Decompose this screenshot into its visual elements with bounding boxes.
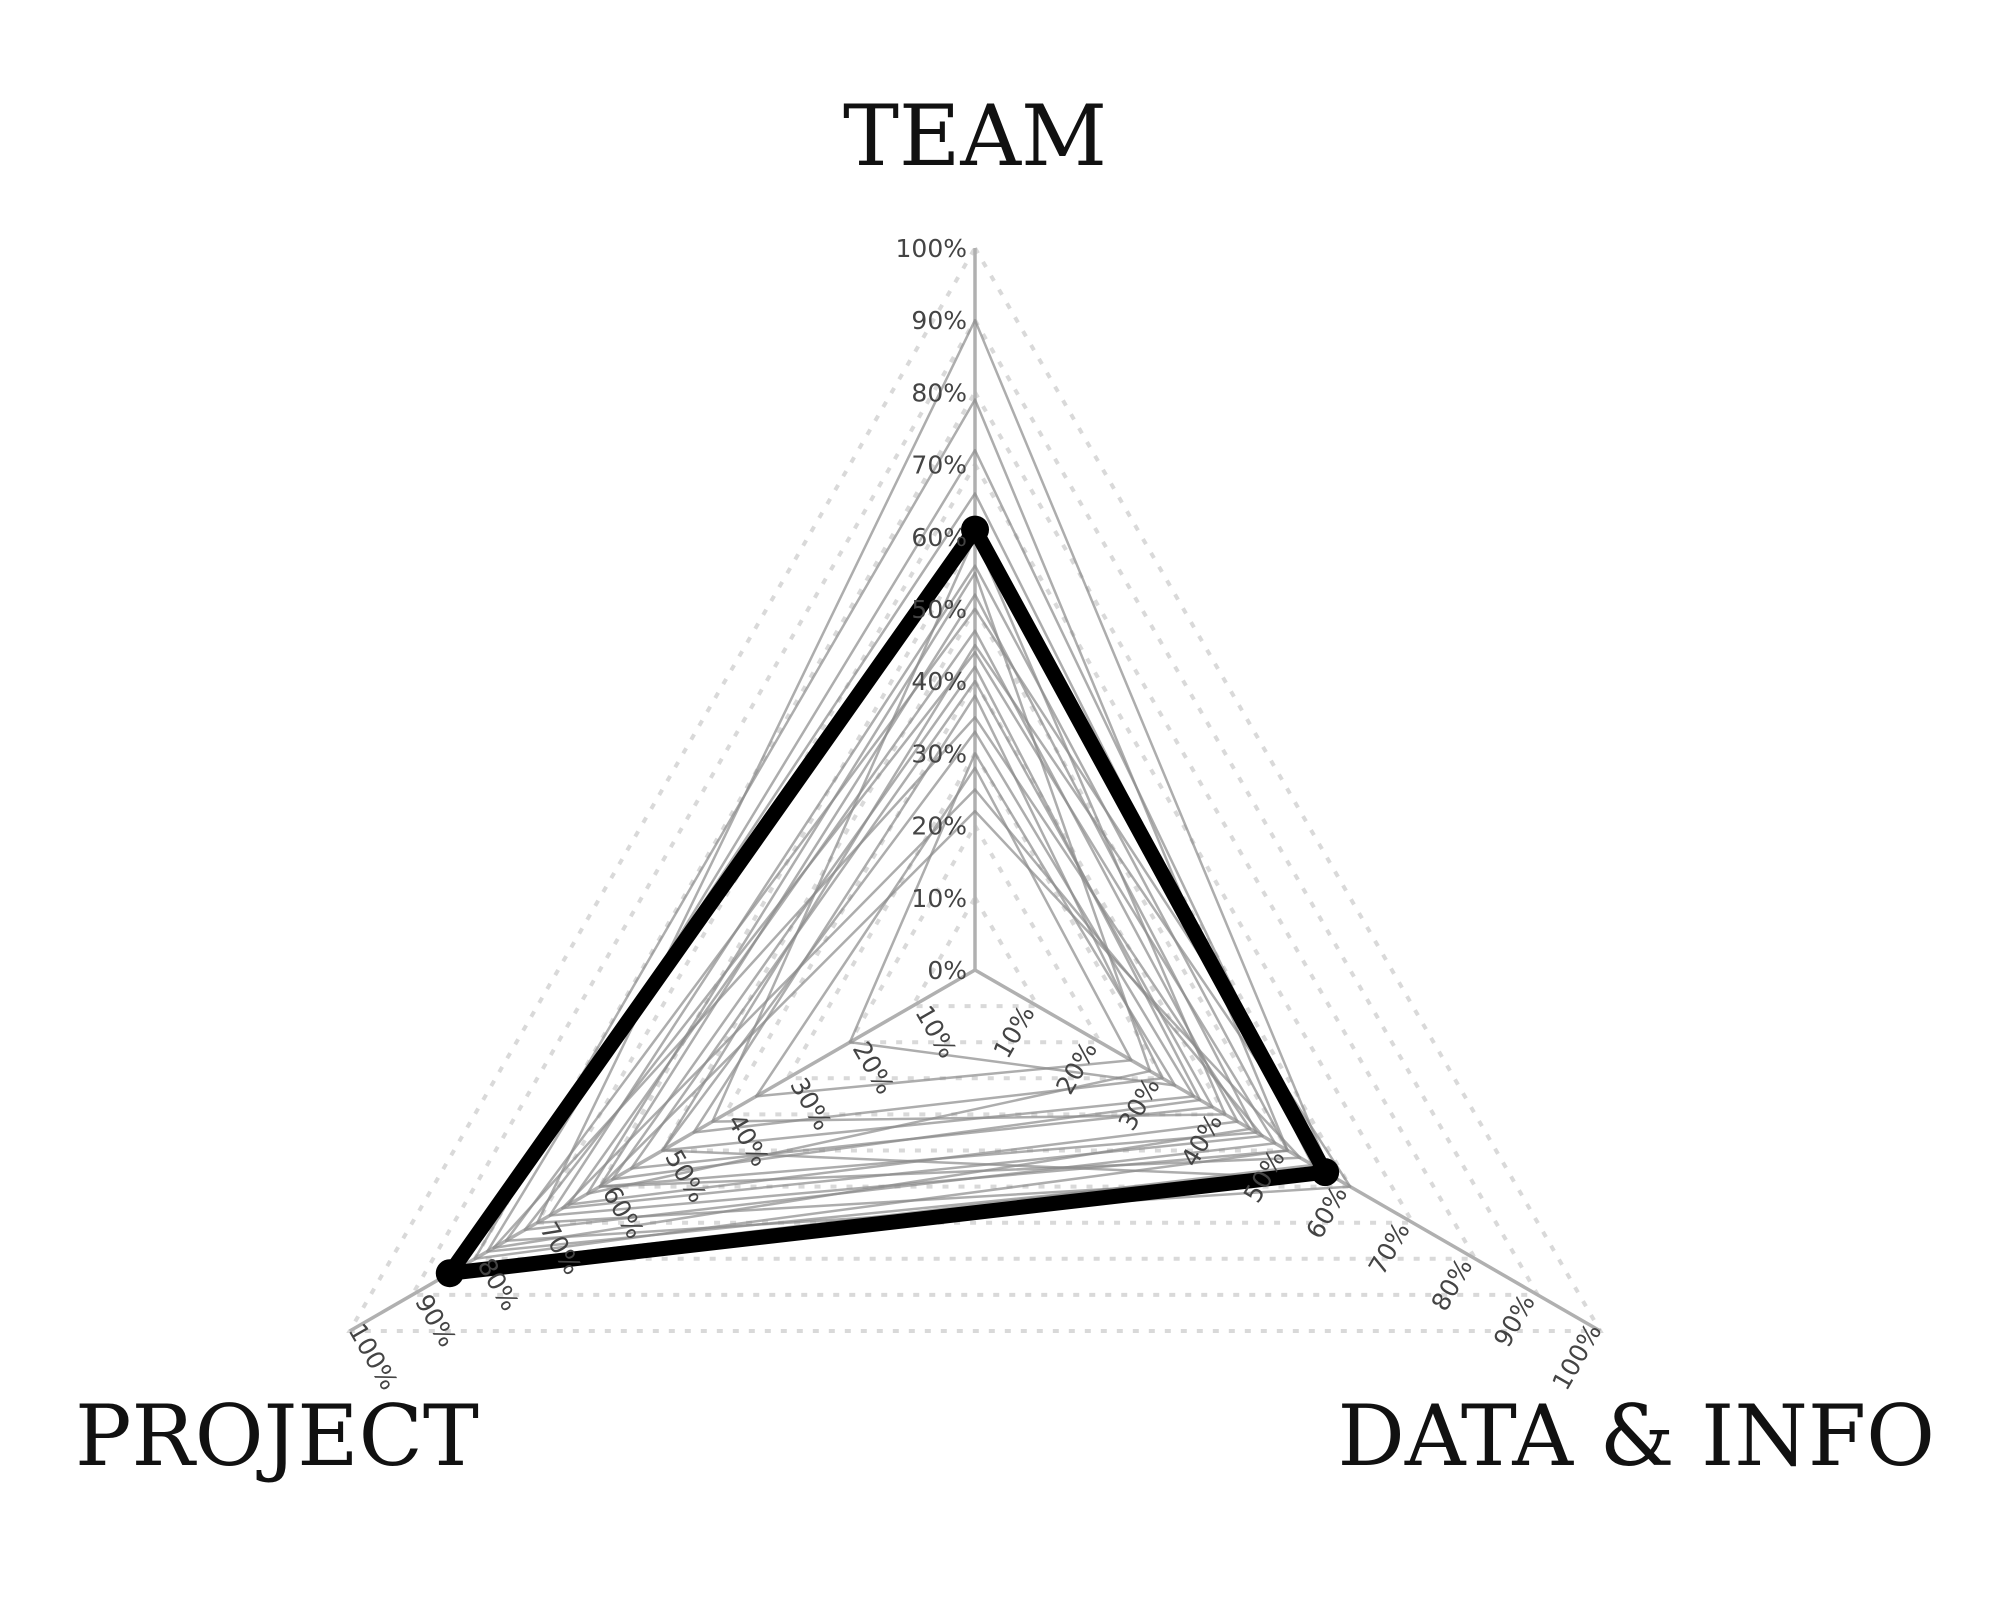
- highlight-point-team: [961, 515, 989, 544]
- series-polygon-13: [754, 766, 1133, 1098]
- series-polygon-12: [661, 730, 1196, 1152]
- series-polygon-19: [561, 788, 1264, 1210]
- tick-label-data-info-10: 10%: [988, 1001, 1041, 1064]
- highlight-series-polygon: [442, 522, 1333, 1281]
- grid-ring-90: [408, 316, 1542, 1297]
- series-polygon-15: [711, 535, 1227, 1123]
- highlight-layer: [435, 515, 1340, 1288]
- series-polygon-7: [504, 607, 1352, 1242]
- tick-label-team-100: 100%: [896, 234, 967, 263]
- axis-title-layer: TEAM DATA & INFO PROJECT: [75, 87, 1935, 1485]
- tick-label-team-90: 90%: [911, 306, 967, 335]
- series-polygon-21: [611, 665, 1202, 1181]
- tick-label-project-30: 30%: [784, 1073, 837, 1136]
- tick-label-project-10: 10%: [909, 1001, 962, 1064]
- tick-label-data-info-100: 100%: [1546, 1319, 1607, 1395]
- tick-label-project-70: 70%: [534, 1217, 587, 1280]
- tick-label-team-40: 40%: [911, 667, 967, 696]
- highlight-point-project: [435, 1259, 464, 1288]
- tick-label-project-20: 20%: [847, 1037, 900, 1100]
- grid-ring-80: [471, 388, 1479, 1261]
- axis-title-team: TEAM: [843, 87, 1107, 185]
- tick-label-team-0: 0%: [927, 956, 967, 985]
- tick-label-team-20: 20%: [911, 812, 967, 841]
- tick-label-team-60: 60%: [911, 523, 967, 552]
- grid-ring-100: [346, 244, 1604, 1333]
- series-polygon-20: [848, 752, 1177, 1087]
- tick-label-project-100: 100%: [343, 1319, 404, 1395]
- series-polygon-8: [567, 629, 1239, 1206]
- series-polygon-9: [523, 651, 1277, 1232]
- tick-label-team-70: 70%: [911, 451, 967, 480]
- series-polygon-3: [486, 448, 1321, 1253]
- highlight-point-data-info: [1311, 1158, 1340, 1187]
- series-polygon-17: [661, 643, 1339, 1181]
- series-polygon-5: [548, 564, 1289, 1217]
- series-polygon-1: [536, 318, 1333, 1224]
- tick-label-project-90: 90%: [409, 1289, 462, 1352]
- axis-title-data-info: DATA & INFO: [1337, 1387, 1935, 1485]
- tick-label-data-info-70: 70%: [1363, 1217, 1416, 1280]
- grid-ring-30: [783, 749, 1167, 1081]
- tick-label-data-info-80: 80%: [1425, 1253, 1478, 1316]
- tick-label-team-10: 10%: [911, 884, 967, 913]
- tick-label-team-30: 30%: [911, 739, 967, 768]
- series-polygon-16: [492, 716, 1252, 1250]
- tick-label-team-50: 50%: [911, 595, 967, 624]
- grid-ring-20: [846, 821, 1104, 1045]
- tick-label-team-80: 80%: [911, 378, 967, 407]
- axis-title-project: PROJECT: [75, 1387, 479, 1485]
- tick-label-data-info-90: 90%: [1488, 1289, 1541, 1352]
- series-polygon-18: [586, 571, 1152, 1196]
